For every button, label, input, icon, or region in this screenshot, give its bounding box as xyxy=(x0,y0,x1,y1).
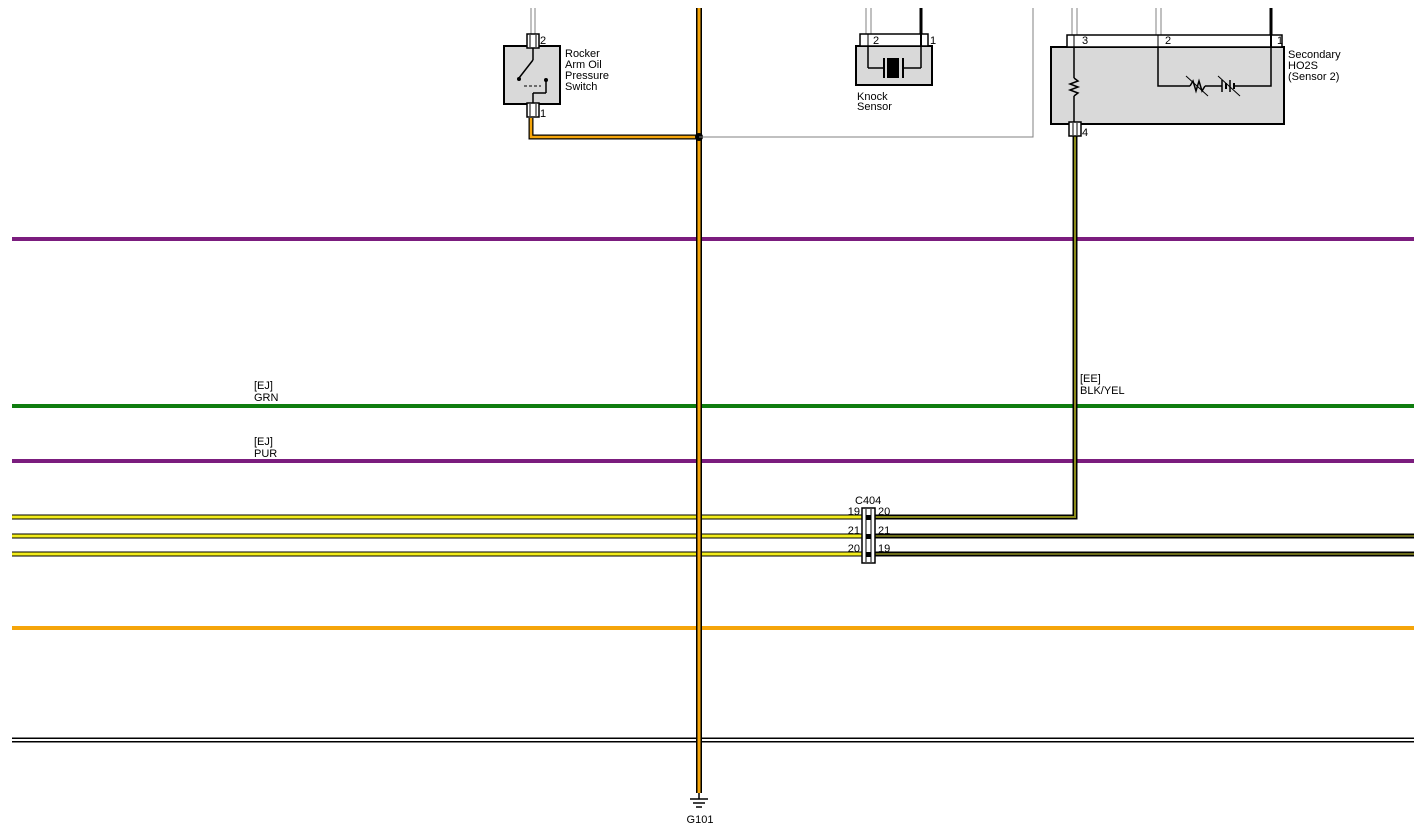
knock-sensor-component xyxy=(855,8,933,86)
rocker-pin-2: 2 xyxy=(540,35,546,47)
ho2s-component xyxy=(1050,8,1285,137)
ground-icon xyxy=(690,793,708,808)
blk-yel-wire-ho2s xyxy=(872,135,1078,520)
rocker-switch-component xyxy=(503,8,561,118)
purple-wire-tag: [EJ] xyxy=(254,436,273,448)
knock-pin-2: 2 xyxy=(873,35,879,47)
ho2s-label-line-2: HO2S xyxy=(1288,60,1318,72)
knock-pin-1: 1 xyxy=(930,35,936,47)
ho2s-pin-3: 3 xyxy=(1082,35,1088,47)
ho2s-label-line-3: (Sensor 2) xyxy=(1288,71,1339,83)
yellow-wires-left xyxy=(12,514,864,557)
ho2s-pin-2: 2 xyxy=(1165,35,1171,47)
ho2s-label-line-1: Secondary xyxy=(1288,49,1341,61)
oxygen-sensor-element-icon xyxy=(1157,47,1272,97)
ground-label: G101 xyxy=(687,814,714,826)
green-wire-color: GRN xyxy=(254,392,279,404)
knock-label-line-2: Sensor xyxy=(857,101,892,113)
knock-label-line-1: Knock xyxy=(857,91,888,103)
pressure-switch-icon xyxy=(517,48,548,103)
ground-wire xyxy=(528,8,702,793)
ho2s-pin-1: 1 xyxy=(1277,35,1283,47)
rocker-pin-1: 1 xyxy=(540,108,546,120)
c404-left-pin-21: 21 xyxy=(848,525,860,537)
c404-left-pin-20: 20 xyxy=(848,543,860,555)
c404-right-pin-19: 19 xyxy=(878,543,890,555)
c404-name: C404 xyxy=(855,495,881,507)
heater-element-icon xyxy=(1067,47,1081,122)
blk-yel-wire-color: BLK/YEL xyxy=(1080,385,1125,397)
rocker-label-line-1: Rocker xyxy=(565,48,600,60)
blk-yel-wire-tag: [EE] xyxy=(1080,373,1101,385)
ho2s-pin-4: 4 xyxy=(1082,127,1088,139)
c404-connector xyxy=(861,507,876,564)
c404-right-pin-20: 20 xyxy=(878,506,890,518)
piezo-sensor-icon xyxy=(867,46,922,78)
purple-wire-color: PUR xyxy=(254,448,277,460)
shield-drain-wire xyxy=(699,8,1034,138)
rocker-label-line-4: Switch xyxy=(565,81,597,93)
rocker-label-line-3: Pressure xyxy=(565,70,609,82)
c404-left-pin-19: 19 xyxy=(848,506,860,518)
blk-yel-wires-right xyxy=(872,533,1414,557)
rocker-label-line-2: Arm Oil xyxy=(565,59,602,71)
green-wire-tag: [EJ] xyxy=(254,380,273,392)
c404-right-pin-21: 21 xyxy=(878,525,890,537)
